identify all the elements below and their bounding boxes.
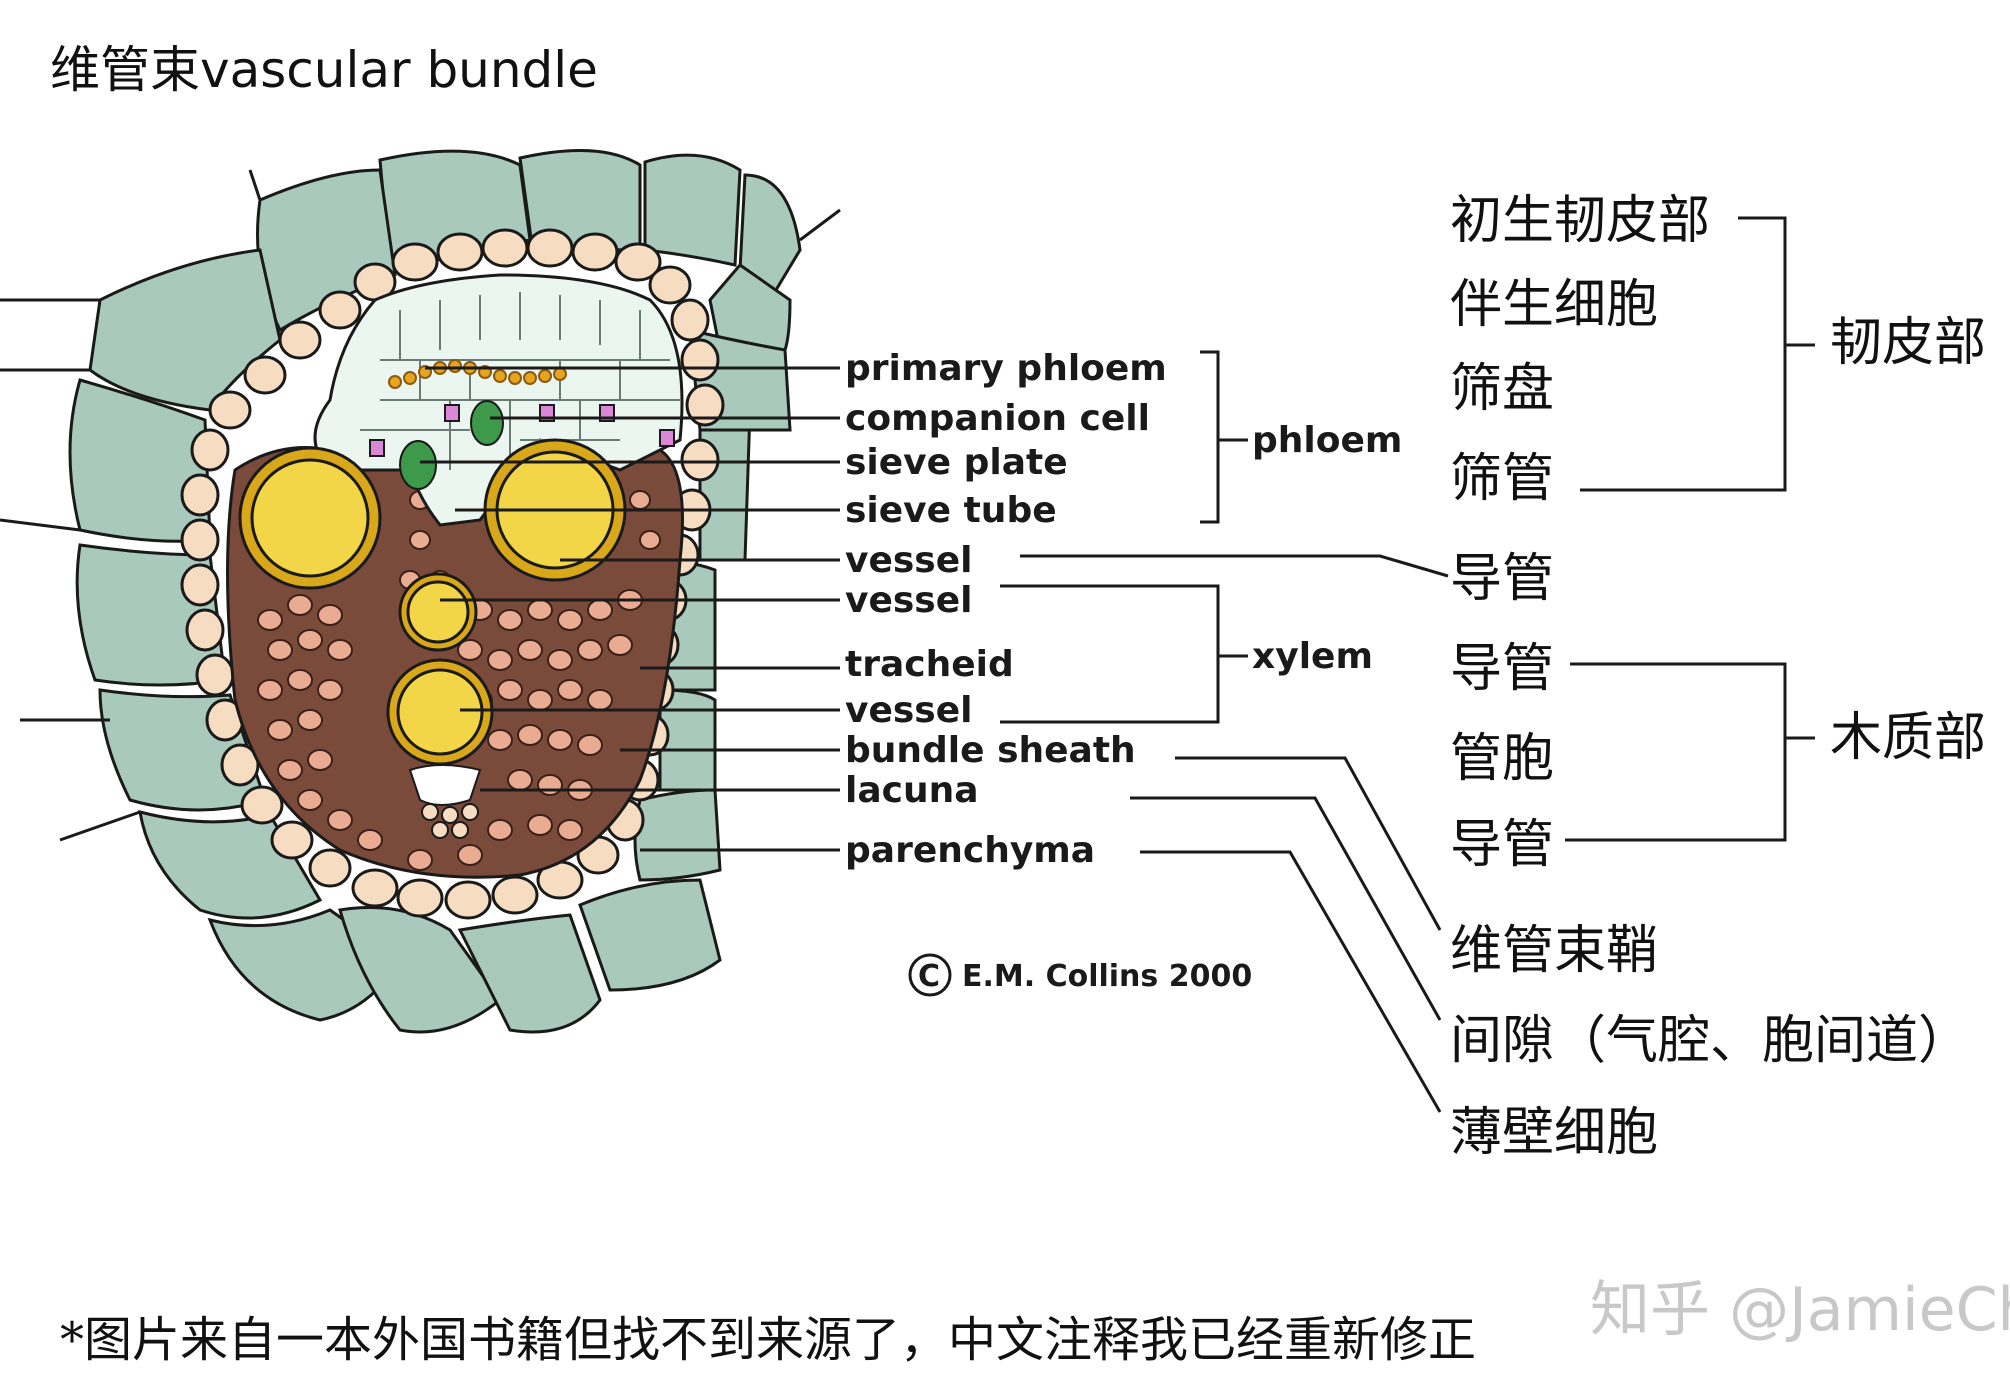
label-lacuna: lacuna	[845, 770, 979, 811]
cn-companion-cell: 伴生细胞	[1450, 275, 1658, 335]
watermark: 知乎 @JamieChu	[1590, 1275, 2010, 1345]
cn-vessel-2: 导管	[1450, 639, 1554, 699]
vessels	[238, 438, 627, 766]
companion-cell	[399, 440, 437, 490]
lacuna	[408, 764, 482, 806]
label-phloem-en: phloem	[1252, 420, 1402, 461]
bracket-xylem-cn	[1565, 662, 1815, 842]
label-parenchyma: parenchyma	[845, 830, 1095, 871]
bracket-phloem-cn	[1580, 216, 1815, 492]
cn-phloem: 韧皮部	[1830, 313, 1986, 373]
cn-vessel-1: 导管	[1450, 549, 1554, 609]
cn-tracheid: 管胞	[1450, 729, 1554, 789]
label-companion-cell: companion cell	[845, 398, 1150, 439]
label-xylem-en: xylem	[1252, 636, 1373, 677]
lacuna-cells	[421, 803, 479, 839]
label-primary-phloem: primary phloem	[845, 348, 1167, 389]
cn-lacuna: 间隙（气腔、胞间道）	[1450, 1011, 1970, 1071]
label-sieve-tube: sieve tube	[845, 490, 1057, 531]
label-vessel-2: vessel	[845, 580, 973, 621]
footnote: *图片来自一本外国书籍但找不到来源了，中文注释我已经重新修正	[60, 1312, 1477, 1368]
companion-cell	[470, 400, 504, 446]
cn-xylem: 木质部	[1830, 708, 1986, 768]
label-sieve-plate: sieve plate	[845, 442, 1068, 483]
leader-lines-en	[420, 366, 840, 852]
bracket-phloem-en	[1200, 350, 1248, 524]
copyright-text: E.M. Collins 2000	[962, 959, 1252, 994]
cn-bundle-sheath: 维管束鞘	[1450, 921, 1658, 981]
tissue-lines	[0, 169, 841, 842]
cn-sieve-plate: 筛盘	[1450, 359, 1554, 419]
label-bundle-sheath: bundle sheath	[845, 730, 1136, 771]
cn-vessel-3: 导管	[1450, 815, 1554, 875]
cn-primary-phloem: 初生韧皮部	[1450, 191, 1710, 251]
leader-lines-cn	[1020, 554, 1449, 1113]
label-vessel-1: vessel	[845, 540, 973, 581]
bracket-xylem-en	[1000, 584, 1248, 724]
label-tracheid: tracheid	[845, 644, 1014, 685]
cn-sieve-tube: 筛管	[1450, 449, 1554, 509]
page-title: 维管束vascular bundle	[50, 41, 598, 99]
copyright-symbol: C	[918, 959, 940, 994]
label-vessel-3: vessel	[845, 690, 973, 731]
cn-parenchyma: 薄壁细胞	[1450, 1103, 1658, 1163]
copyright: C E.M. Collins 2000	[908, 953, 1252, 997]
